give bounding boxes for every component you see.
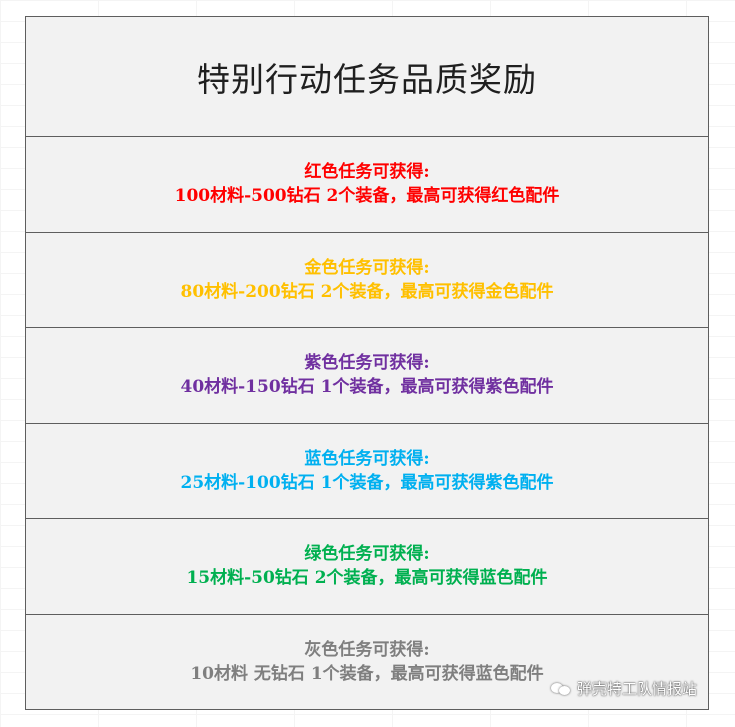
row-heading: 蓝色任务可获得: (304, 448, 430, 469)
watermark: 弹壳特工队情报站 (550, 678, 697, 699)
row-detail: 40材料-150钻石 1个装备，最高可获得紫色配件 (180, 377, 554, 398)
row-heading: 绿色任务可获得: (304, 544, 430, 565)
wechat-icon (550, 681, 571, 697)
row-heading: 金色任务可获得: (304, 257, 430, 278)
row-detail: 15材料-50钻石 2个装备，最高可获得蓝色配件 (186, 568, 548, 589)
page-title: 特别行动任务品质奖励 (197, 59, 537, 99)
reward-table: 特别行动任务品质奖励 红色任务可获得: 100材料-500钻石 2个装备，最高可… (25, 16, 709, 710)
reward-row-gray: 灰色任务可获得: 10材料 无钻石 1个装备，最高可获得蓝色配件 (26, 615, 708, 711)
row-detail: 100材料-500钻石 2个装备，最高可获得红色配件 (174, 186, 560, 207)
row-heading: 灰色任务可获得: (304, 640, 430, 661)
row-detail: 10材料 无钻石 1个装备，最高可获得蓝色配件 (190, 664, 544, 685)
reward-row-gold: 金色任务可获得: 80材料-200钻石 2个装备，最高可获得金色配件 (26, 233, 708, 328)
row-heading: 红色任务可获得: (304, 162, 430, 183)
reward-row-green: 绿色任务可获得: 15材料-50钻石 2个装备，最高可获得蓝色配件 (26, 519, 708, 615)
watermark-text: 弹壳特工队情报站 (576, 680, 697, 698)
row-detail: 25材料-100钻石 1个装备，最高可获得紫色配件 (180, 472, 554, 493)
reward-row-blue: 蓝色任务可获得: 25材料-100钻石 1个装备，最高可获得紫色配件 (26, 424, 708, 519)
row-detail: 80材料-200钻石 2个装备，最高可获得金色配件 (180, 281, 554, 302)
title-cell: 特别行动任务品质奖励 (26, 17, 708, 137)
reward-row-purple: 紫色任务可获得: 40材料-150钻石 1个装备，最高可获得紫色配件 (26, 328, 708, 424)
row-heading: 紫色任务可获得: (304, 353, 430, 374)
reward-row-red: 红色任务可获得: 100材料-500钻石 2个装备，最高可获得红色配件 (26, 137, 708, 233)
